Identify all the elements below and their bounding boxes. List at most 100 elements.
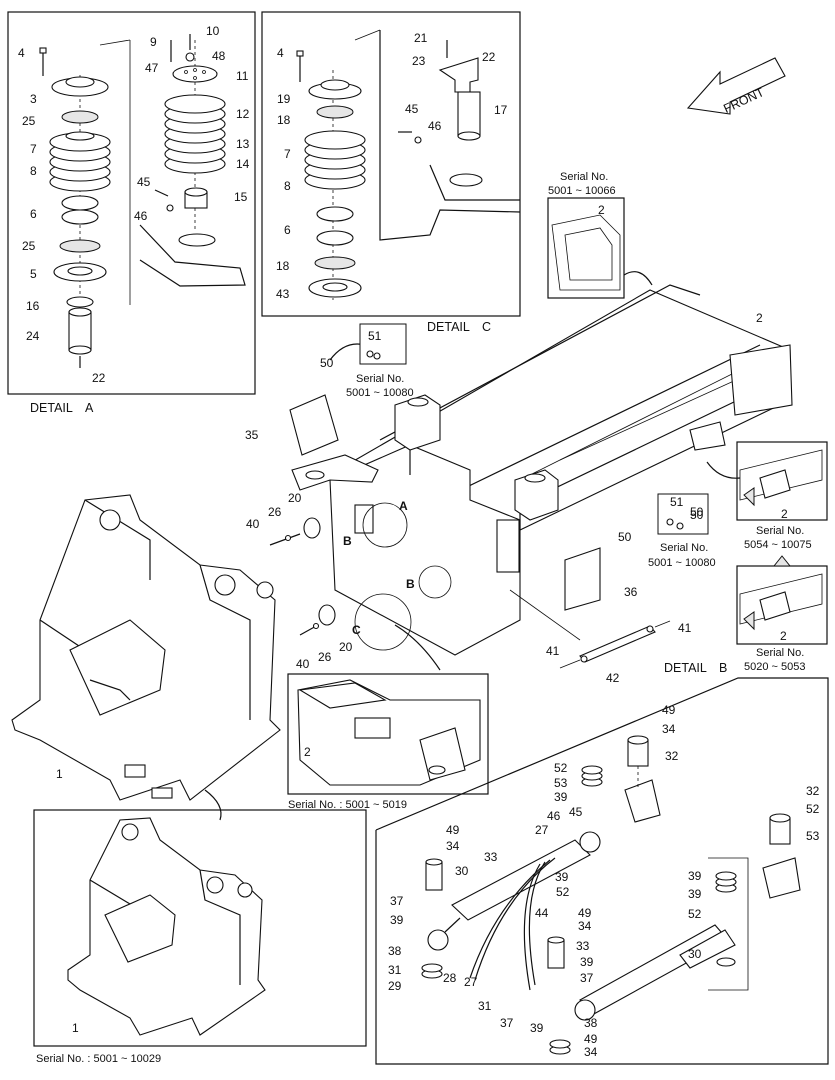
part-number-label: 31 [478, 999, 492, 1013]
part-number-label: 23 [412, 54, 426, 68]
part-number-label: 30 [455, 864, 469, 878]
part-number-label: 49 [578, 906, 592, 920]
detail-a-title-word: DETAIL [30, 401, 73, 415]
part-number-label: 21 [414, 31, 428, 45]
part-number-label: 19 [277, 92, 291, 106]
part-number-label: 43 [276, 287, 290, 301]
part-number-label: 37 [500, 1016, 514, 1030]
part-number-label: 39 [688, 887, 702, 901]
part-number-label: 5 [30, 267, 37, 281]
part-number-label: 15 [234, 190, 248, 204]
part-number-label: 52 [556, 885, 570, 899]
part-number-label: 52 [688, 907, 702, 921]
part-number-label: 1 [56, 767, 63, 781]
part-number-label: 18 [277, 113, 291, 127]
part-number-label: 39 [555, 870, 569, 884]
part-number-label: 10 [206, 24, 220, 38]
detail-b-title-word: DETAIL [664, 661, 707, 675]
part-number-label: 30 [688, 947, 702, 961]
part-number-label: 33 [484, 850, 498, 864]
part-number-label: 8 [30, 164, 37, 178]
part-number-label: 47 [145, 61, 159, 75]
part-number-label: 42 [606, 671, 620, 685]
part-number-label: 14 [236, 157, 250, 171]
part-number-label: 12 [236, 107, 250, 121]
part-number-label: 34 [578, 919, 592, 933]
part-number-label: 51 [368, 329, 382, 343]
part-number-label: 46 [428, 119, 442, 133]
part-number-label: 40 [296, 657, 310, 671]
part-number-label: 41 [678, 621, 692, 635]
part-number-label: 17 [494, 103, 508, 117]
part-number-label: 44 [535, 906, 549, 920]
part-number-label: 50 [320, 356, 334, 370]
part-number-label: 39 [530, 1021, 544, 1035]
part-number-label: 38 [584, 1016, 598, 1030]
part-number-label: 20 [339, 640, 353, 654]
part-number-label: 49 [446, 823, 460, 837]
part-number-label: 4 [18, 46, 25, 60]
callout-b2: B [406, 577, 415, 591]
serial-note: Serial No. [356, 373, 404, 385]
part-number-label: 2 [780, 629, 787, 643]
part-number-label: 38 [388, 944, 402, 958]
serial-note: 5020 ~ 5053 [744, 661, 805, 673]
part-number-label: 39 [580, 955, 594, 969]
part-number-label: 34 [584, 1045, 598, 1059]
detail-c-title-letter: C [482, 320, 491, 334]
part-number-label: 53 [806, 829, 820, 843]
rubber-stack-a2 [164, 94, 226, 174]
part-number-label: 40 [246, 517, 260, 531]
inset-5001-10029 [33, 809, 367, 1047]
serial-note: 5054 ~ 10075 [744, 539, 812, 551]
front-arrow [686, 57, 786, 115]
callout-b1: B [343, 534, 352, 548]
part-number-label: 8 [284, 179, 291, 193]
part-number-label: 7 [30, 142, 37, 156]
part-number-label: 32 [665, 749, 679, 763]
part-number-label: 2 [756, 311, 763, 325]
part-number-labels: 4325786255162422910474811121314454615419… [18, 24, 820, 1059]
part-number-label: 50 [690, 505, 704, 519]
part-number-label: 33 [576, 939, 590, 953]
part-number-label: 6 [30, 207, 37, 221]
detail-b-frame [375, 677, 829, 1065]
part-number-label: 49 [584, 1032, 598, 1046]
part-number-label: 50 [690, 508, 704, 522]
serial-note: Serial No. [756, 647, 804, 659]
part-number-label: 28 [443, 971, 457, 985]
part-number-label: 45 [137, 175, 151, 189]
part-number-label: 1 [72, 1021, 79, 1035]
part-number-label: 48 [212, 49, 226, 63]
part-number-label: 34 [662, 722, 676, 736]
main-frame [269, 284, 793, 671]
part-number-label: 52 [806, 802, 820, 816]
part-number-label: 22 [92, 371, 106, 385]
part-number-label: 27 [535, 823, 549, 837]
serial-note: Serial No. : 5001 ~ 5019 [288, 799, 407, 811]
rubber-stack-c [304, 130, 366, 190]
inset-5020-5053 [736, 565, 828, 645]
part-number-label: 27 [464, 975, 478, 989]
part-number-label: 51 [670, 495, 684, 509]
part-number-label: 6 [284, 223, 291, 237]
callout-c: C [352, 623, 361, 637]
serial-note: 5001 ~ 10066 [548, 185, 616, 197]
detail-c-frame [261, 11, 521, 317]
part-number-label: 2 [598, 203, 605, 217]
loader-frame-large [11, 494, 281, 821]
serial-note: 5001 ~ 10080 [346, 387, 414, 399]
detail-a-title-letter: A [85, 401, 94, 415]
part-number-label: 45 [569, 805, 583, 819]
part-number-label: 52 [554, 761, 568, 775]
part-number-label: 7 [284, 147, 291, 161]
part-number-label: 36 [624, 585, 638, 599]
part-number-label: 45 [405, 102, 419, 116]
part-number-label: 2 [781, 507, 788, 521]
inset-5001-5019 [287, 673, 489, 795]
part-number-label: 29 [388, 979, 402, 993]
part-number-label: 37 [580, 971, 594, 985]
part-number-label: 18 [276, 259, 290, 273]
serial-note: 5001 ~ 10080 [648, 557, 716, 569]
detail-b-title-letter: B [719, 661, 727, 675]
